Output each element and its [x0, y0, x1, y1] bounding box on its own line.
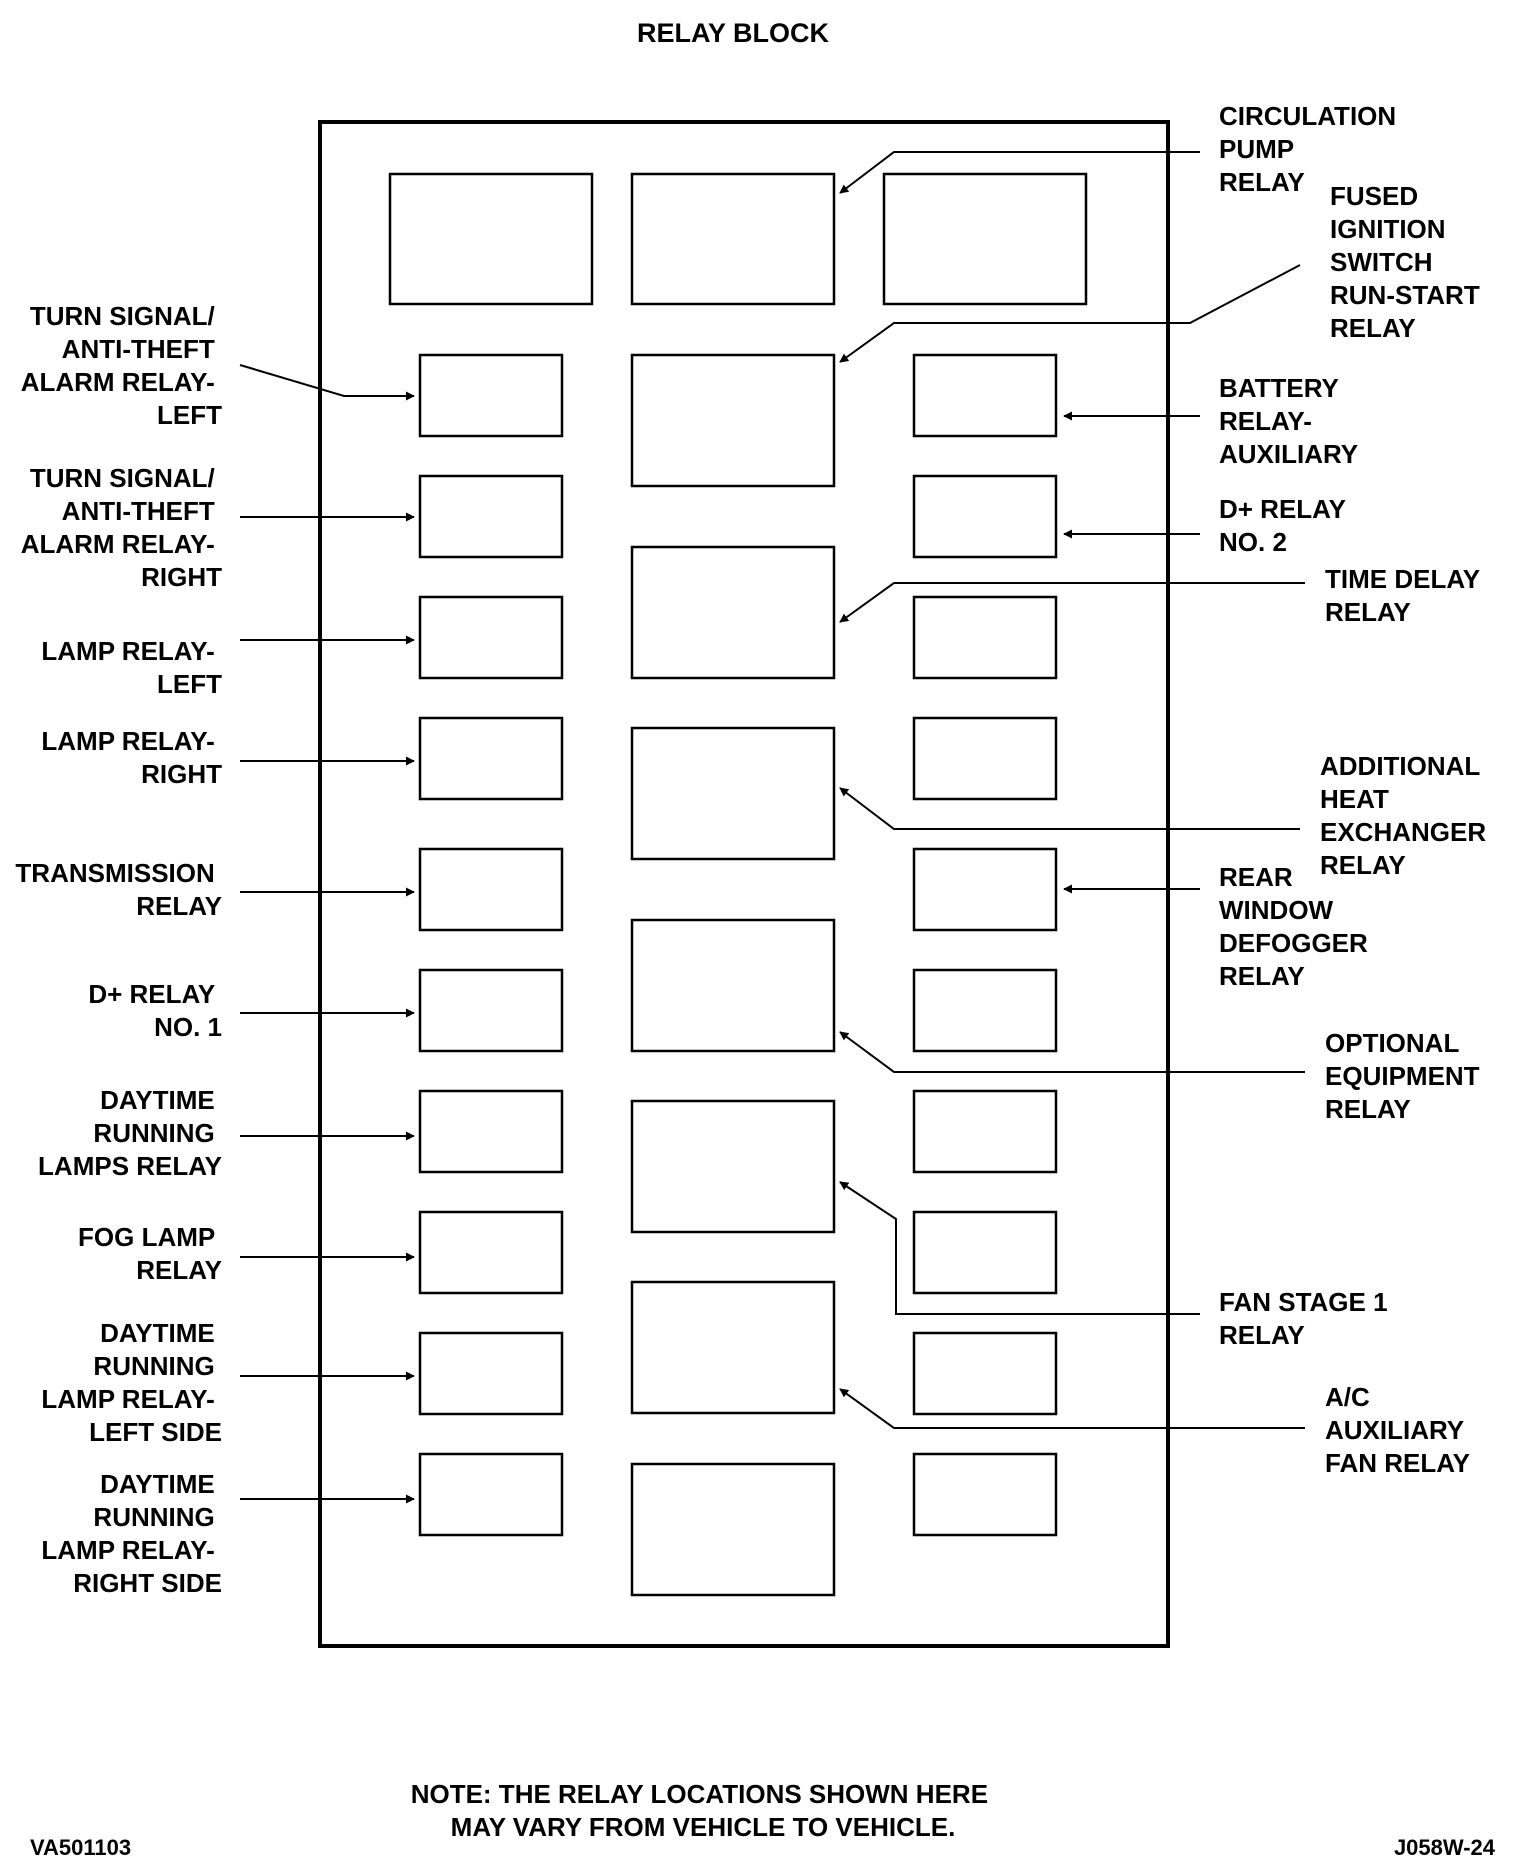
label-turn-signal-left: TURN SIGNAL/ ANTI-THEFT ALARM RELAY- LEF… [21, 301, 222, 430]
label-transmission: TRANSMISSION RELAY [15, 858, 222, 921]
label-turn-signal-right: TURN SIGNAL/ ANTI-THEFT ALARM RELAY- RIG… [21, 463, 222, 592]
label-d-plus-1: D+ RELAY NO. 1 [88, 979, 222, 1042]
relay-slot-d-plus-1 [418, 968, 564, 1053]
relay-slot-fog-lamp [418, 1210, 564, 1295]
relay-slot-d-plus-2 [912, 474, 1058, 559]
leader-circulation-pump [839, 151, 1200, 194]
relay-slot-lamp-left [418, 595, 564, 680]
relay-slot-drl-right [418, 1452, 564, 1537]
label-additional-heat: ADDITIONAL HEAT EXCHANGER RELAY [1320, 751, 1493, 880]
label-lamp-right: LAMP RELAY- RIGHT [41, 726, 222, 789]
relay-slot-top-left [388, 172, 594, 306]
label-rear-defogger: REAR WINDOW DEFOGGER RELAY [1219, 862, 1375, 991]
label-drl: DAYTIME RUNNING LAMPS RELAY [38, 1085, 222, 1181]
footnote: NOTE: THE RELAY LOCATIONS SHOWN HERE MAY… [411, 1779, 996, 1842]
label-d-plus-2: D+ RELAY NO. 2 [1219, 494, 1353, 557]
label-ac-aux-fan: A/C AUXILIARY FAN RELAY [1325, 1382, 1471, 1478]
relay-slot-transmission [418, 847, 564, 932]
relay-slot-battery-aux [912, 353, 1058, 438]
figure-code-left: VA501103 [30, 1835, 131, 1860]
diagram-title: RELAY BLOCK [637, 18, 830, 48]
label-drl-left: DAYTIME RUNNING LAMP RELAY- LEFT SIDE [41, 1318, 222, 1447]
relay-slot-rear-defogger [912, 847, 1058, 932]
label-drl-right: DAYTIME RUNNING LAMP RELAY- RIGHT SIDE [41, 1469, 222, 1598]
label-lamp-left: LAMP RELAY- LEFT [41, 636, 222, 699]
relay-slot-optional-equipment [630, 918, 836, 1053]
label-battery-aux: BATTERY RELAY- AUXILIARY [1219, 373, 1358, 469]
leader-time-delay [839, 582, 1305, 623]
label-fused-ignition: FUSED IGNITION SWITCH RUN-START RELAY [1330, 181, 1487, 343]
relay-block-frame [318, 120, 1170, 1648]
relay-slot-turn-signal-right [418, 474, 564, 559]
label-fan-stage-1: FAN STAGE 1 RELAY [1219, 1287, 1395, 1350]
label-circulation-pump: CIRCULATION PUMP RELAY [1219, 101, 1403, 197]
leader-ac-aux-fan [839, 1388, 1305, 1429]
relay-slot-right-4 [912, 716, 1058, 801]
leader-additional-heat [839, 787, 1300, 830]
relay-slot-circulation-pump [630, 172, 836, 306]
relay-slot-right-6 [912, 968, 1058, 1053]
label-time-delay: TIME DELAY RELAY [1325, 564, 1487, 627]
label-optional-equipment: OPTIONAL EQUIPMENT RELAY [1325, 1028, 1487, 1124]
relay-slot-right-9 [912, 1331, 1058, 1416]
leader-optional-equipment [839, 1031, 1305, 1073]
relay-slot-ac-aux-fan [630, 1280, 836, 1415]
relay-slot-time-delay [630, 545, 836, 680]
relay-slot-bottom-middle [630, 1462, 836, 1597]
leader-turn-signal-left [239, 364, 415, 401]
relay-slot-additional-heat [630, 726, 836, 861]
relay-slot-right-7 [912, 1089, 1058, 1174]
figure-code-right: J058W-24 [1394, 1835, 1496, 1860]
relay-slot-right-8 [912, 1210, 1058, 1295]
relay-slot-fan-stage-1 [630, 1099, 836, 1234]
leader-fused-ignition [839, 264, 1301, 363]
relay-slot-fused-ignition [630, 353, 836, 488]
leader-fan-stage-1 [839, 1181, 1200, 1315]
relay-slot-drl [418, 1089, 564, 1174]
relay-slot-drl-left [418, 1331, 564, 1416]
label-fog-lamp: FOG LAMP RELAY [78, 1222, 222, 1285]
relay-slot-lamp-right [418, 716, 564, 801]
relay-slot-turn-signal-left [418, 353, 564, 438]
relay-slot-top-right [882, 172, 1088, 306]
relay-slot-right-10 [912, 1452, 1058, 1537]
relay-slot-right-3 [912, 595, 1058, 680]
